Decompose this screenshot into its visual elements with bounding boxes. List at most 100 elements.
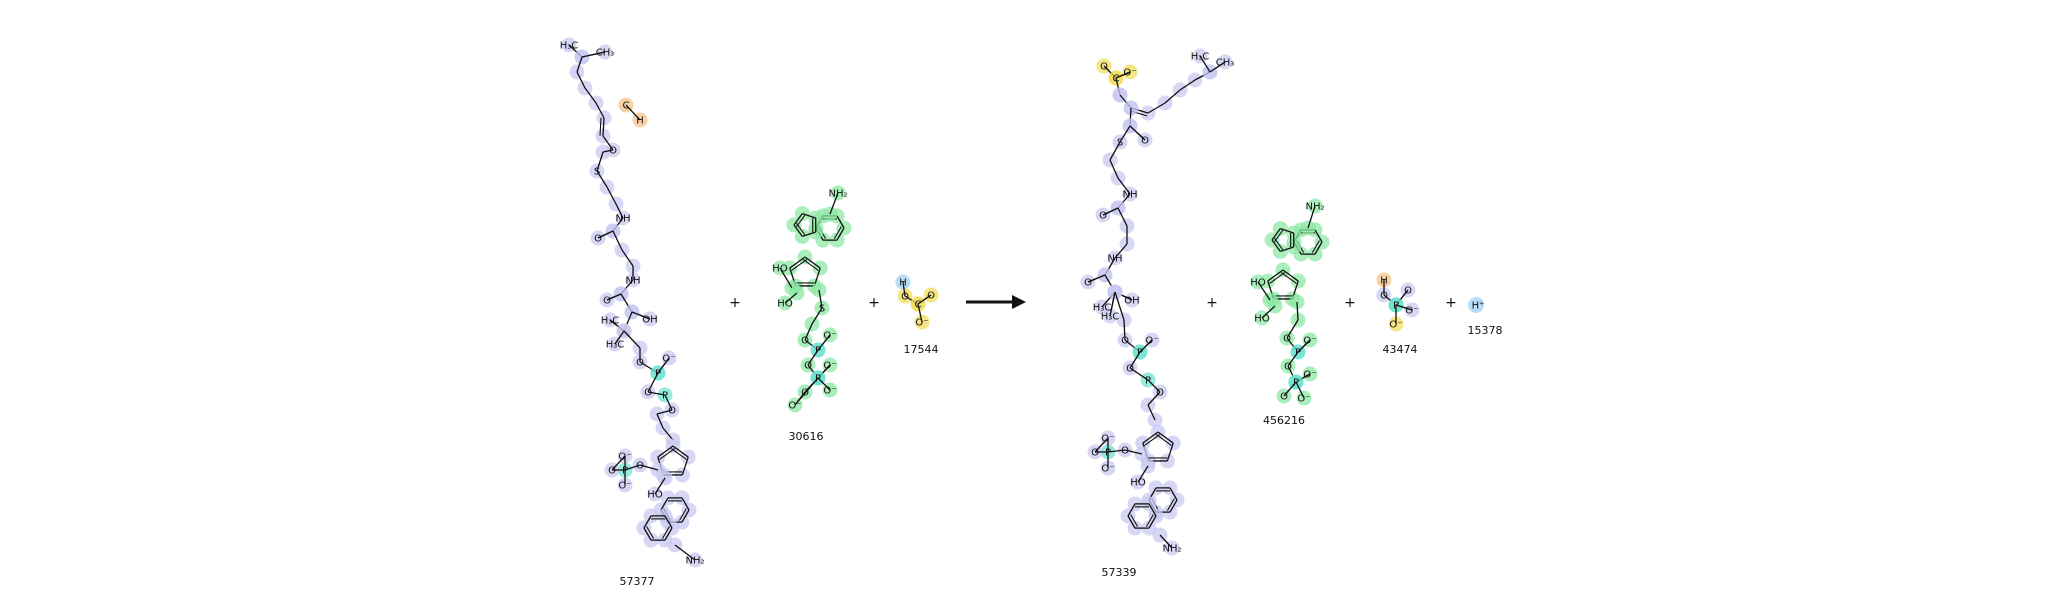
- chemical-bond: [1283, 381, 1297, 397]
- chemical-bond: [1280, 246, 1294, 253]
- chemical-bond: [643, 527, 652, 541]
- atom-label: O: [636, 358, 644, 369]
- atom-label: O: [801, 388, 809, 399]
- chemical-bond: [836, 215, 845, 229]
- plus-sign: +: [1206, 295, 1218, 311]
- chemical-bond: [621, 249, 634, 267]
- chemical-bond: [779, 267, 793, 289]
- chemical-bond: [664, 394, 673, 411]
- atom-label: H: [1380, 276, 1388, 287]
- atom-label: HO: [647, 490, 663, 501]
- atom-label: HO: [1250, 278, 1266, 289]
- chemical-bond: [624, 464, 641, 471]
- atom-label: O⁻: [823, 331, 836, 342]
- chemical-bond: [917, 294, 932, 305]
- chemical-bond: [1148, 515, 1157, 529]
- chemical-bond: [611, 455, 626, 471]
- chemical-bond: [1147, 391, 1161, 406]
- chemical-bond: [1159, 534, 1173, 549]
- chemical-bond: [807, 349, 819, 366]
- chemical-bond: [597, 230, 614, 239]
- chemical-bond: [1109, 159, 1119, 179]
- chemical-bond: [612, 230, 623, 251]
- atom-label: O⁻: [823, 386, 836, 397]
- plus-sign: +: [868, 295, 880, 311]
- chemical-bond: [1124, 449, 1143, 455]
- chemical-bond: [670, 447, 687, 460]
- atom-label: H: [899, 278, 907, 289]
- chemical-bond: [794, 377, 819, 406]
- chemical-bond: [576, 56, 583, 73]
- atom-label: NH₂: [1305, 202, 1324, 213]
- chemical-bond: [818, 289, 823, 309]
- atom-label: NH₂: [1162, 544, 1181, 555]
- chemical-bond: [1139, 339, 1153, 353]
- chemical-bond: [639, 464, 659, 471]
- compound-id-label: 15378: [1468, 324, 1503, 337]
- chemical-bond: [1094, 437, 1109, 453]
- atom-label: O⁻: [1297, 394, 1310, 405]
- chemical-bond: [1271, 239, 1281, 252]
- chemical-bond: [1169, 499, 1178, 513]
- atom-label: NH₂: [828, 189, 847, 200]
- chemical-bond: [1314, 241, 1323, 255]
- chemical-bond: [576, 71, 586, 89]
- atom-label: H⁺: [1472, 301, 1485, 312]
- chemical-bond: [1137, 465, 1149, 483]
- chemical-bond: [1311, 240, 1320, 253]
- atom-label: O: [644, 388, 652, 399]
- chemical-bond: [902, 281, 906, 297]
- atom-label: P: [1295, 348, 1301, 359]
- chemical-bond: [1296, 301, 1299, 321]
- chemical-bond: [602, 135, 614, 151]
- atom-label: O⁻: [1303, 370, 1316, 381]
- chemical-bond: [795, 222, 806, 235]
- chemical-bond: [1199, 55, 1211, 73]
- atom-label: O: [1380, 291, 1388, 302]
- atom-label: O: [609, 146, 617, 157]
- chemical-bond: [1109, 291, 1116, 317]
- atom-label: O⁻: [915, 318, 928, 329]
- chemical-bond: [654, 477, 666, 495]
- atom-label: P: [1137, 348, 1143, 359]
- atom-label: O⁻: [618, 481, 631, 492]
- atom-label: O: [1141, 136, 1149, 147]
- chemical-bond: [802, 212, 816, 219]
- chemical-bond: [1114, 243, 1128, 259]
- chemical-bond: [581, 51, 606, 58]
- atom-label: O: [1280, 392, 1288, 403]
- atom-label: H₃C: [560, 41, 579, 52]
- atom-label: H₃C: [1191, 52, 1210, 63]
- chemical-bond: [1287, 351, 1299, 367]
- compound-id-label: 30616: [789, 430, 824, 443]
- chemical-bond: [1269, 271, 1286, 284]
- atom-label: H₃C: [601, 316, 620, 327]
- compound-id-label: 456216: [1263, 414, 1305, 427]
- chemical-bond: [584, 87, 597, 104]
- chemical-bond: [1109, 141, 1121, 161]
- plus-sign: +: [729, 295, 741, 311]
- compound-id-label: 17544: [904, 343, 939, 356]
- chemical-bond: [804, 323, 813, 341]
- plus-sign: +: [1445, 295, 1457, 311]
- bond-layer: [561, 37, 1484, 568]
- atom-label: H₃C: [1101, 312, 1120, 323]
- atom-label: O: [1121, 446, 1129, 457]
- chemical-bond: [1166, 498, 1175, 511]
- chemical-bond: [1102, 207, 1119, 216]
- chemical-bond: [1147, 379, 1161, 393]
- atom-label: O: [1283, 334, 1291, 345]
- chemical-bond: [813, 267, 821, 287]
- atom-label: P: [815, 374, 821, 385]
- chemical-bond: [1286, 319, 1299, 339]
- chemical-bond: [660, 497, 669, 511]
- atom-label: O: [927, 291, 935, 302]
- chemical-bond: [672, 445, 689, 458]
- chemical-bond: [1261, 305, 1276, 319]
- chemical-bond: [1145, 514, 1154, 527]
- chemical-bond: [615, 203, 624, 219]
- compound-id-label: 57339: [1102, 566, 1137, 579]
- chemical-bond: [1107, 449, 1126, 453]
- chemical-bond: [1148, 503, 1157, 517]
- atom-label: O: [668, 406, 676, 417]
